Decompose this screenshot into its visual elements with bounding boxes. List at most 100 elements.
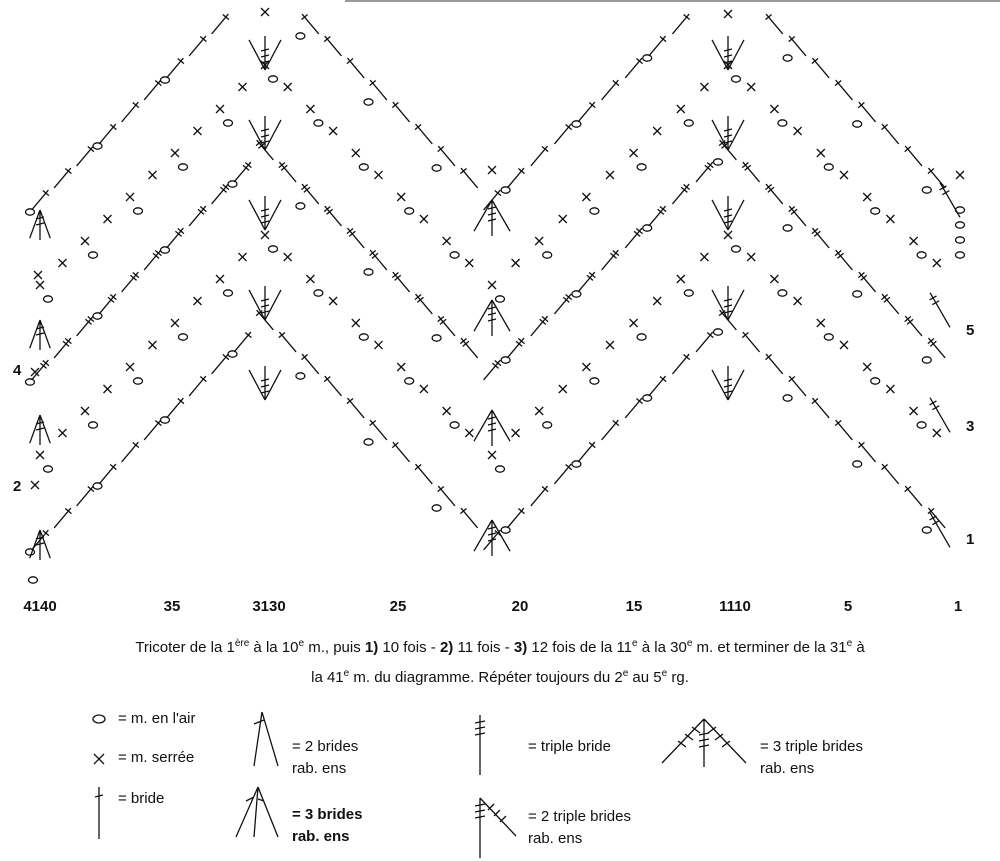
stitch-symbol [553, 123, 573, 145]
top-border-line [345, 0, 1000, 2]
single-crochet-symbol [909, 406, 919, 416]
row-label-3: 3 [966, 418, 975, 435]
single-crochet-symbol [328, 296, 338, 306]
single-crochet-symbol [442, 236, 452, 246]
stitch-symbol [788, 375, 807, 397]
legend-chain-label: = m. en l'air [118, 710, 196, 727]
crochet-chart [24, 7, 966, 584]
row-label-1: 1 [966, 531, 975, 548]
cluster-symbol [711, 286, 745, 321]
stitch-symbol [904, 485, 923, 507]
chain-stitch-symbol [571, 460, 582, 468]
chain-stitch-symbol [500, 526, 511, 534]
single-crochet-symbol [351, 318, 361, 328]
chain-stitch-symbol [589, 207, 600, 215]
cluster-symbol [711, 196, 745, 231]
chain-stitch-symbol [571, 120, 582, 128]
stitch-symbol [346, 397, 365, 419]
legend-dc2tog-label-1: = 2 brides [292, 738, 359, 755]
stitch-symbol [437, 145, 456, 167]
single-crochet-symbol [699, 82, 709, 92]
chain-stitch-symbol [823, 163, 834, 171]
stitch-symbol [881, 293, 900, 315]
single-crochet-symbol [558, 214, 568, 224]
stitch-symbol [741, 161, 761, 183]
stitch-symbol [671, 13, 691, 35]
chain-stitch-symbol [636, 163, 647, 171]
chain-stitch-symbol [222, 119, 234, 127]
stitch-symbol [811, 227, 830, 249]
single-crochet-symbol [676, 104, 686, 114]
single-crochet-symbol [746, 252, 756, 262]
stitch-symbol [671, 183, 691, 205]
single-crochet-symbol [605, 170, 615, 180]
single-crochet-symbol [58, 258, 67, 268]
stitch-symbol [834, 419, 853, 441]
stitch-symbol [98, 463, 117, 485]
stitch-symbol [741, 331, 761, 353]
stitch-symbol [76, 315, 95, 337]
tr3tog-icon [661, 718, 747, 767]
stitch-symbol [695, 161, 714, 183]
chain-stitch-symbol [852, 460, 863, 468]
cluster-symbol [473, 409, 511, 446]
single-crochet-symbol [305, 274, 315, 284]
legend-dc-label: = bride [118, 790, 165, 807]
chain-stitch-symbol [777, 119, 788, 127]
chain-stitch-symbol [730, 75, 742, 83]
stitch-symbol [166, 397, 185, 419]
chain-stitch-symbol [449, 421, 460, 429]
stitch-symbol [811, 57, 830, 79]
stitch-symbol [553, 293, 573, 315]
stitch-symbol [577, 271, 596, 293]
single-crochet-symbol [396, 192, 406, 202]
single-crochet-symbol [816, 318, 826, 328]
x-label-3130: 3130 [252, 598, 286, 615]
stitch-symbol [530, 485, 549, 507]
chain-stitch-symbol [494, 465, 506, 473]
chain-stitch-symbol [42, 465, 54, 473]
chain-stitch-symbol [27, 576, 39, 584]
stitch-symbol [437, 485, 456, 507]
chain-stitch-symbol [267, 245, 279, 253]
single-crochet-symbol [839, 170, 849, 180]
edge-stitch-symbol [929, 512, 951, 548]
single-crochet-symbol [534, 236, 544, 246]
row-label-4: 4 [13, 362, 22, 379]
single-crochet-symbol [932, 258, 942, 268]
cluster-symbol [248, 36, 282, 71]
stitch-symbol [624, 227, 643, 249]
single-crochet-symbol [238, 82, 247, 92]
stitch-symbol [881, 123, 900, 145]
chain-stitch-symbol [92, 482, 103, 490]
cluster-symbol [711, 366, 745, 401]
stitch-symbol [811, 397, 830, 419]
double-crochet-icon [94, 787, 104, 839]
chain-stitch-symbol [494, 295, 506, 303]
stitch-symbol [188, 35, 207, 57]
single-crochet-symbol [30, 480, 40, 490]
stitch-symbol [927, 507, 946, 529]
stitch-symbol [765, 183, 784, 205]
single-crochet-symbol [511, 258, 521, 268]
single-crochet-symbol [464, 428, 474, 438]
single-crochet-symbol [283, 252, 293, 262]
triple-crochet-icon [474, 715, 486, 775]
chain-stitch-symbol [542, 421, 553, 429]
chain-stitch-symbol [42, 295, 54, 303]
single-crochet-symbol [534, 406, 544, 416]
stitch-symbol [211, 13, 230, 35]
single-crochet-symbol [464, 258, 474, 268]
x-label-1110: 1110 [719, 598, 751, 615]
stitch-symbol [76, 145, 95, 167]
stitch-symbol [301, 353, 320, 375]
chain-stitch-symbol [24, 208, 36, 216]
single-crochet-symbol [955, 170, 965, 180]
stitch-symbol [788, 35, 807, 57]
chain-stitch-symbol [916, 421, 927, 429]
stitch-symbol [857, 271, 877, 293]
stitch-symbol [323, 375, 342, 397]
stitch-symbol [624, 397, 643, 419]
chain-stitch-symbol [177, 163, 189, 171]
stitch-symbol [648, 375, 667, 397]
